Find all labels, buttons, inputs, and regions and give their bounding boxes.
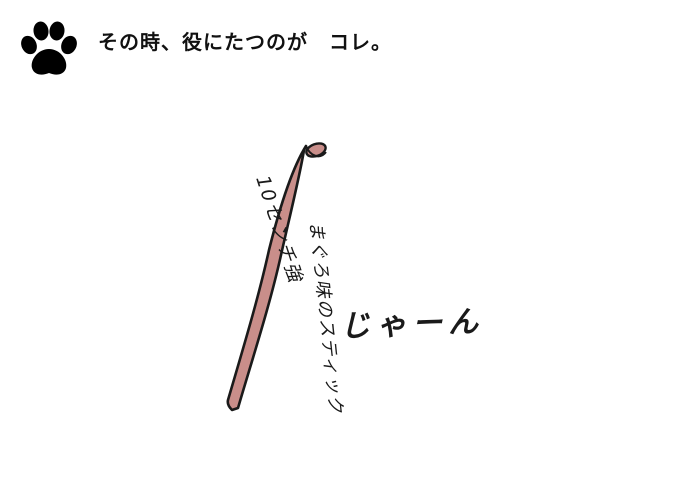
paw-print-icon (21, 21, 77, 75)
page-caption: その時、役にたつのが コレ。 (98, 29, 392, 54)
length-note: 10センチ強 (251, 173, 307, 286)
header: その時、役にたつのが コレ。 (18, 18, 392, 78)
tuna-stick (226, 142, 327, 412)
stick-body (226, 144, 308, 412)
sound-effect: じゃーん (340, 304, 485, 344)
stick-end-shade (305, 145, 327, 158)
